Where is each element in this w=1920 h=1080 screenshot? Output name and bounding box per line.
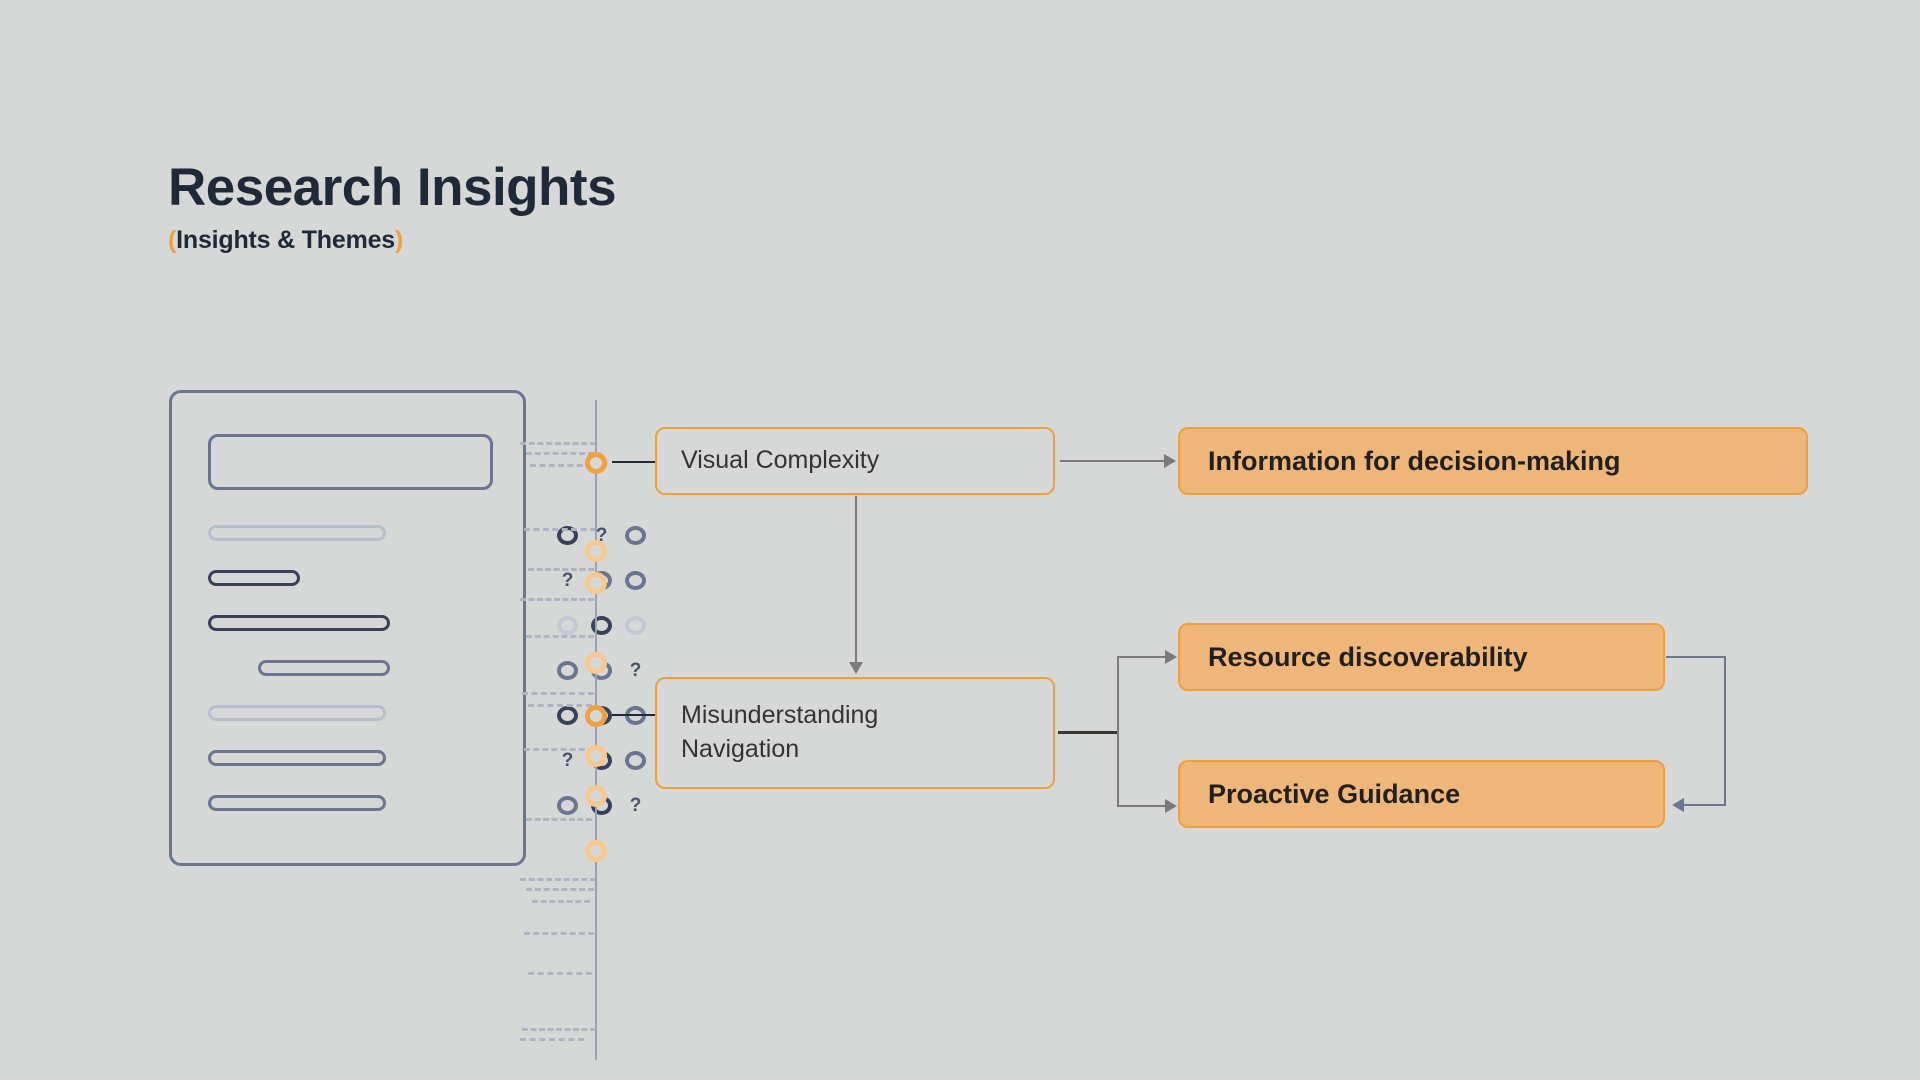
header: Research Insights (Insights & Themes) xyxy=(168,158,617,255)
radio-circle-icon xyxy=(557,706,578,725)
form-row xyxy=(172,705,646,727)
loop-arrow-head xyxy=(1672,798,1684,812)
radio-circle-icon xyxy=(625,751,646,770)
dashed-connector xyxy=(524,748,594,751)
form-header-field xyxy=(208,434,493,490)
form-row: ? xyxy=(172,750,646,772)
branch-stem-misunderstanding xyxy=(1058,731,1118,734)
theme-label: Misunderstanding Navigation xyxy=(681,701,879,763)
loop-arrow-top-segment xyxy=(1666,656,1726,658)
dashed-connector xyxy=(520,878,596,881)
arrow-visual-to-information-head xyxy=(1164,454,1176,468)
radio-circle-icon xyxy=(625,571,646,590)
form-row: ? xyxy=(172,525,646,547)
radio-circle-icon xyxy=(625,526,646,545)
radio-circle-icon xyxy=(557,661,578,680)
subtitle-open-paren: ( xyxy=(168,225,177,254)
dashed-connector xyxy=(520,598,594,601)
timeline-node[interactable] xyxy=(585,705,607,727)
dashed-connector xyxy=(530,464,592,467)
form-row: ? xyxy=(172,795,641,817)
dashed-connector xyxy=(524,932,594,935)
dashed-connector xyxy=(528,972,592,975)
loop-arrow-bottom-segment xyxy=(1684,804,1726,806)
branch-arrow-to-resource-line xyxy=(1117,656,1167,658)
radio-circle-icon xyxy=(591,616,612,635)
page-subtitle: (Insights & Themes) xyxy=(168,226,616,255)
radio-circle-icon xyxy=(625,616,646,635)
dashed-connector xyxy=(526,452,594,455)
dashed-connector xyxy=(528,704,592,707)
timeline-node[interactable] xyxy=(585,745,607,767)
loop-arrow-vertical-segment xyxy=(1724,656,1726,806)
dashed-connector xyxy=(532,900,590,903)
dashed-connector xyxy=(520,442,596,445)
arrow-visual-to-information-line xyxy=(1060,460,1166,462)
form-row-bar xyxy=(208,795,386,811)
node-stub-misunderstanding xyxy=(612,714,657,716)
branch-spine xyxy=(1117,657,1119,806)
insight-label: Proactive Guidance xyxy=(1208,778,1461,809)
page-title: Research Insights xyxy=(168,158,617,217)
dashed-connector xyxy=(520,1038,584,1041)
theme-box-visual-complexity[interactable]: Visual Complexity xyxy=(655,427,1055,495)
timeline-node[interactable] xyxy=(585,452,607,474)
insight-label: Resource discoverability xyxy=(1208,641,1528,672)
branch-arrow-to-proactive-head xyxy=(1165,799,1177,813)
timeline-node[interactable] xyxy=(585,840,607,862)
branch-arrow-to-resource-head xyxy=(1165,650,1177,664)
subtitle-text: Insights & Themes xyxy=(176,225,396,254)
insight-card-resource-discoverability[interactable]: Resource discoverability xyxy=(1178,623,1665,691)
question-mark-icon: ? xyxy=(629,795,642,816)
form-row: ? xyxy=(172,570,646,592)
node-stub-visual-complexity xyxy=(612,461,657,463)
timeline-node[interactable] xyxy=(585,785,607,807)
dashed-connector xyxy=(526,818,592,821)
radio-circle-icon xyxy=(557,796,578,815)
timeline-node[interactable] xyxy=(585,540,607,562)
branch-arrow-to-proactive-line xyxy=(1117,805,1167,807)
form-row-bar xyxy=(258,660,390,676)
dashed-connector xyxy=(526,635,594,638)
insight-card-proactive-guidance[interactable]: Proactive Guidance xyxy=(1178,760,1665,828)
form-row: ? xyxy=(172,660,641,682)
question-mark-icon: ? xyxy=(561,570,574,591)
form-row xyxy=(172,615,646,637)
question-mark-icon: ? xyxy=(629,660,642,681)
form-row-markers xyxy=(557,616,647,636)
dashed-connector xyxy=(524,528,596,531)
research-notes-form: ????? xyxy=(169,390,646,866)
form-row-bar xyxy=(208,750,386,766)
dashed-connector xyxy=(522,692,594,695)
form-row-bar xyxy=(208,705,386,721)
dashed-connector xyxy=(526,888,594,891)
radio-circle-icon xyxy=(557,616,578,635)
question-mark-icon: ? xyxy=(595,525,608,546)
insight-label: Information for decision-making xyxy=(1208,445,1621,476)
arrow-visual-to-misunderstanding-line xyxy=(855,496,857,664)
timeline-node[interactable] xyxy=(585,572,607,594)
theme-box-misunderstanding-navigation[interactable]: Misunderstanding Navigation xyxy=(655,677,1055,789)
subtitle-close-paren: ) xyxy=(395,225,404,254)
dashed-connector xyxy=(522,1028,596,1031)
form-row-bar xyxy=(208,615,390,631)
question-mark-icon: ? xyxy=(561,750,574,771)
theme-label: Visual Complexity xyxy=(681,446,880,475)
arrow-visual-to-misunderstanding-head xyxy=(849,662,863,674)
dashed-connector-lines xyxy=(520,380,650,1080)
timeline-axis xyxy=(595,400,597,1060)
form-row-bar xyxy=(208,570,300,586)
form-row-bar xyxy=(208,525,386,541)
dashed-connector xyxy=(528,568,594,571)
insight-card-information-for-decision-making[interactable]: Information for decision-making xyxy=(1178,427,1808,495)
timeline-node[interactable] xyxy=(585,652,607,674)
